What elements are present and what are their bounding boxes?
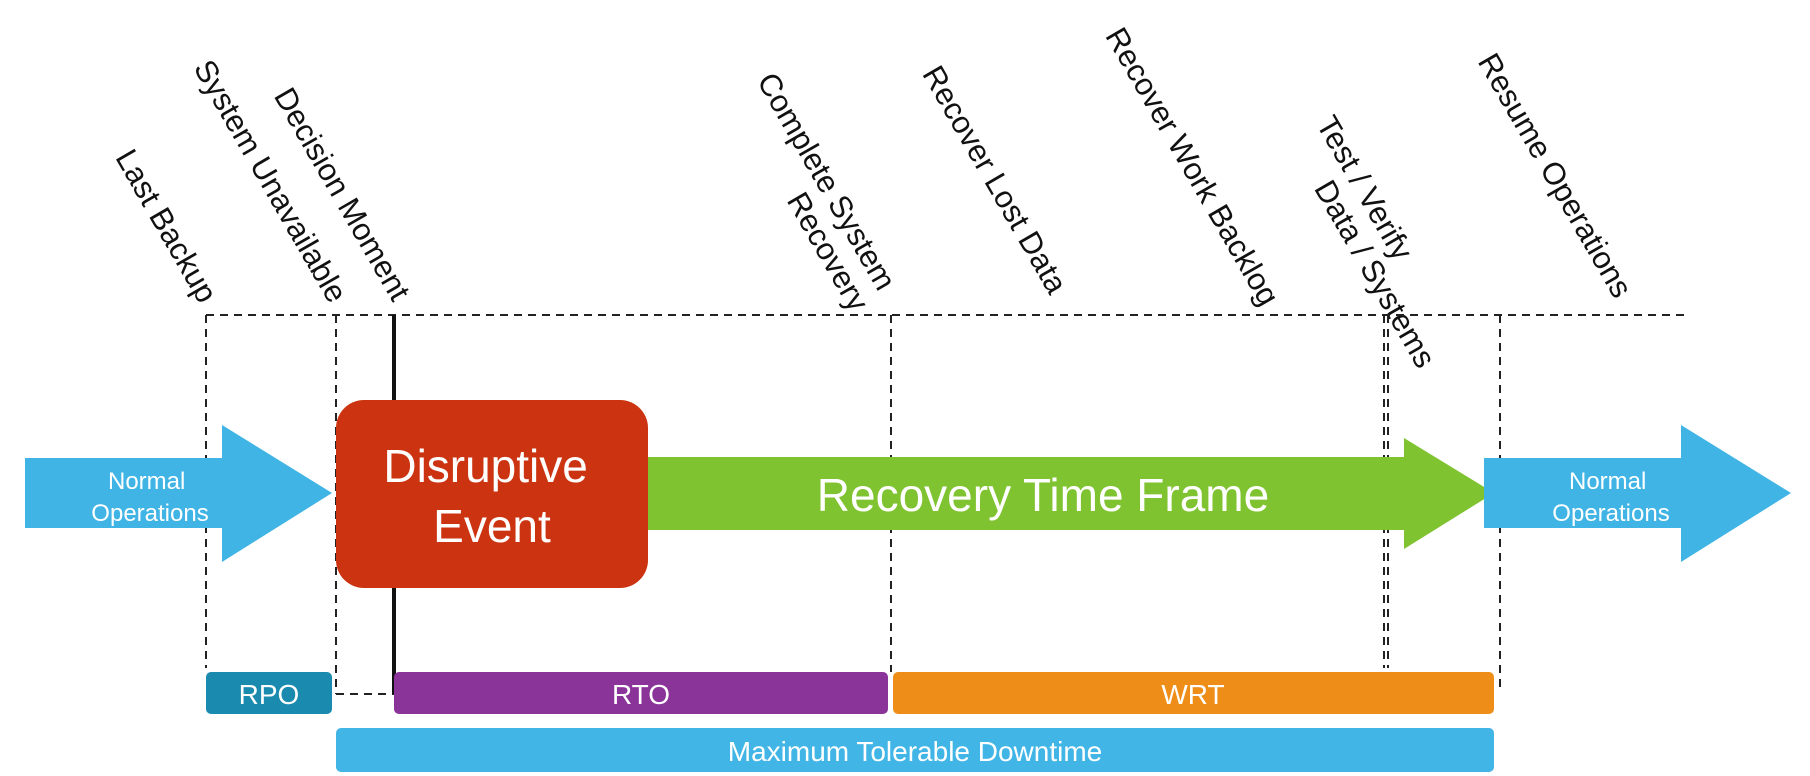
rpo-bar-shape [206, 672, 332, 714]
maximum-tolerable-downtime-shape [336, 728, 1494, 772]
normal-operations-left-line2: Operations [91, 500, 208, 527]
milestone-resume-operations-line: Resume Operations [1471, 47, 1639, 303]
disruptive-event-box: Disruptive Event [336, 400, 648, 588]
normal-operations-right-shape [1484, 425, 1791, 562]
rpo-bar: RPO [206, 672, 332, 714]
milestone-recover-lost-data: Recover Lost Data [916, 60, 1075, 300]
milestone-last-backup: Last Backup [109, 143, 225, 308]
wrt-bar-shape [893, 672, 1494, 714]
maximum-tolerable-downtime-label: Maximum Tolerable Downtime [728, 736, 1103, 767]
disruptive-event-line1: Disruptive [383, 440, 588, 492]
normal-operations-left-shape [25, 425, 332, 562]
wrt-bar: WRT [893, 672, 1494, 714]
maximum-tolerable-downtime-bar: Maximum Tolerable Downtime [336, 728, 1494, 772]
milestone-last-backup-line: Last Backup [109, 143, 225, 308]
disruptive-event-label: Disruptive Event [383, 440, 600, 552]
rto-bar-shape [394, 672, 888, 714]
normal-operations-right-line2: Operations [1552, 500, 1669, 527]
milestone-recover-work-backlog: Recover Work Backlog [1099, 21, 1287, 311]
rto-bar-label: RTO [612, 679, 670, 710]
milestone-labels: Last Backup System Unavailable Decision … [109, 21, 1640, 373]
milestone-resume-operations: Resume Operations [1471, 47, 1639, 303]
disruptive-event-line2: Event [433, 500, 551, 552]
disruptive-event-shape [336, 400, 648, 588]
recovery-time-frame-label: Recovery Time Frame [817, 469, 1269, 521]
normal-operations-left-label: Normal Operations [91, 468, 208, 527]
normal-operations-left-line1: Normal [108, 468, 185, 495]
milestone-test-verify: Test / Verify Data / Systems [1280, 110, 1472, 374]
normal-operations-right-label: Normal Operations [1552, 468, 1669, 527]
milestone-recover-lost-data-line: Recover Lost Data [916, 60, 1075, 300]
wrt-bar-label: WRT [1161, 679, 1224, 710]
normal-operations-left-arrow: Normal Operations [25, 425, 332, 562]
normal-operations-right-line1: Normal [1569, 468, 1646, 495]
normal-operations-right-arrow: Normal Operations [1484, 425, 1791, 562]
recovery-time-frame-arrow: Recovery Time Frame [645, 438, 1494, 549]
milestone-recover-work-backlog-line: Recover Work Backlog [1099, 21, 1287, 311]
rto-bar: RTO [394, 672, 888, 714]
rpo-bar-label: RPO [239, 679, 300, 710]
milestone-complete-system-recovery: Complete System Recovery [721, 67, 907, 321]
recovery-time-frame-shape [645, 438, 1494, 549]
